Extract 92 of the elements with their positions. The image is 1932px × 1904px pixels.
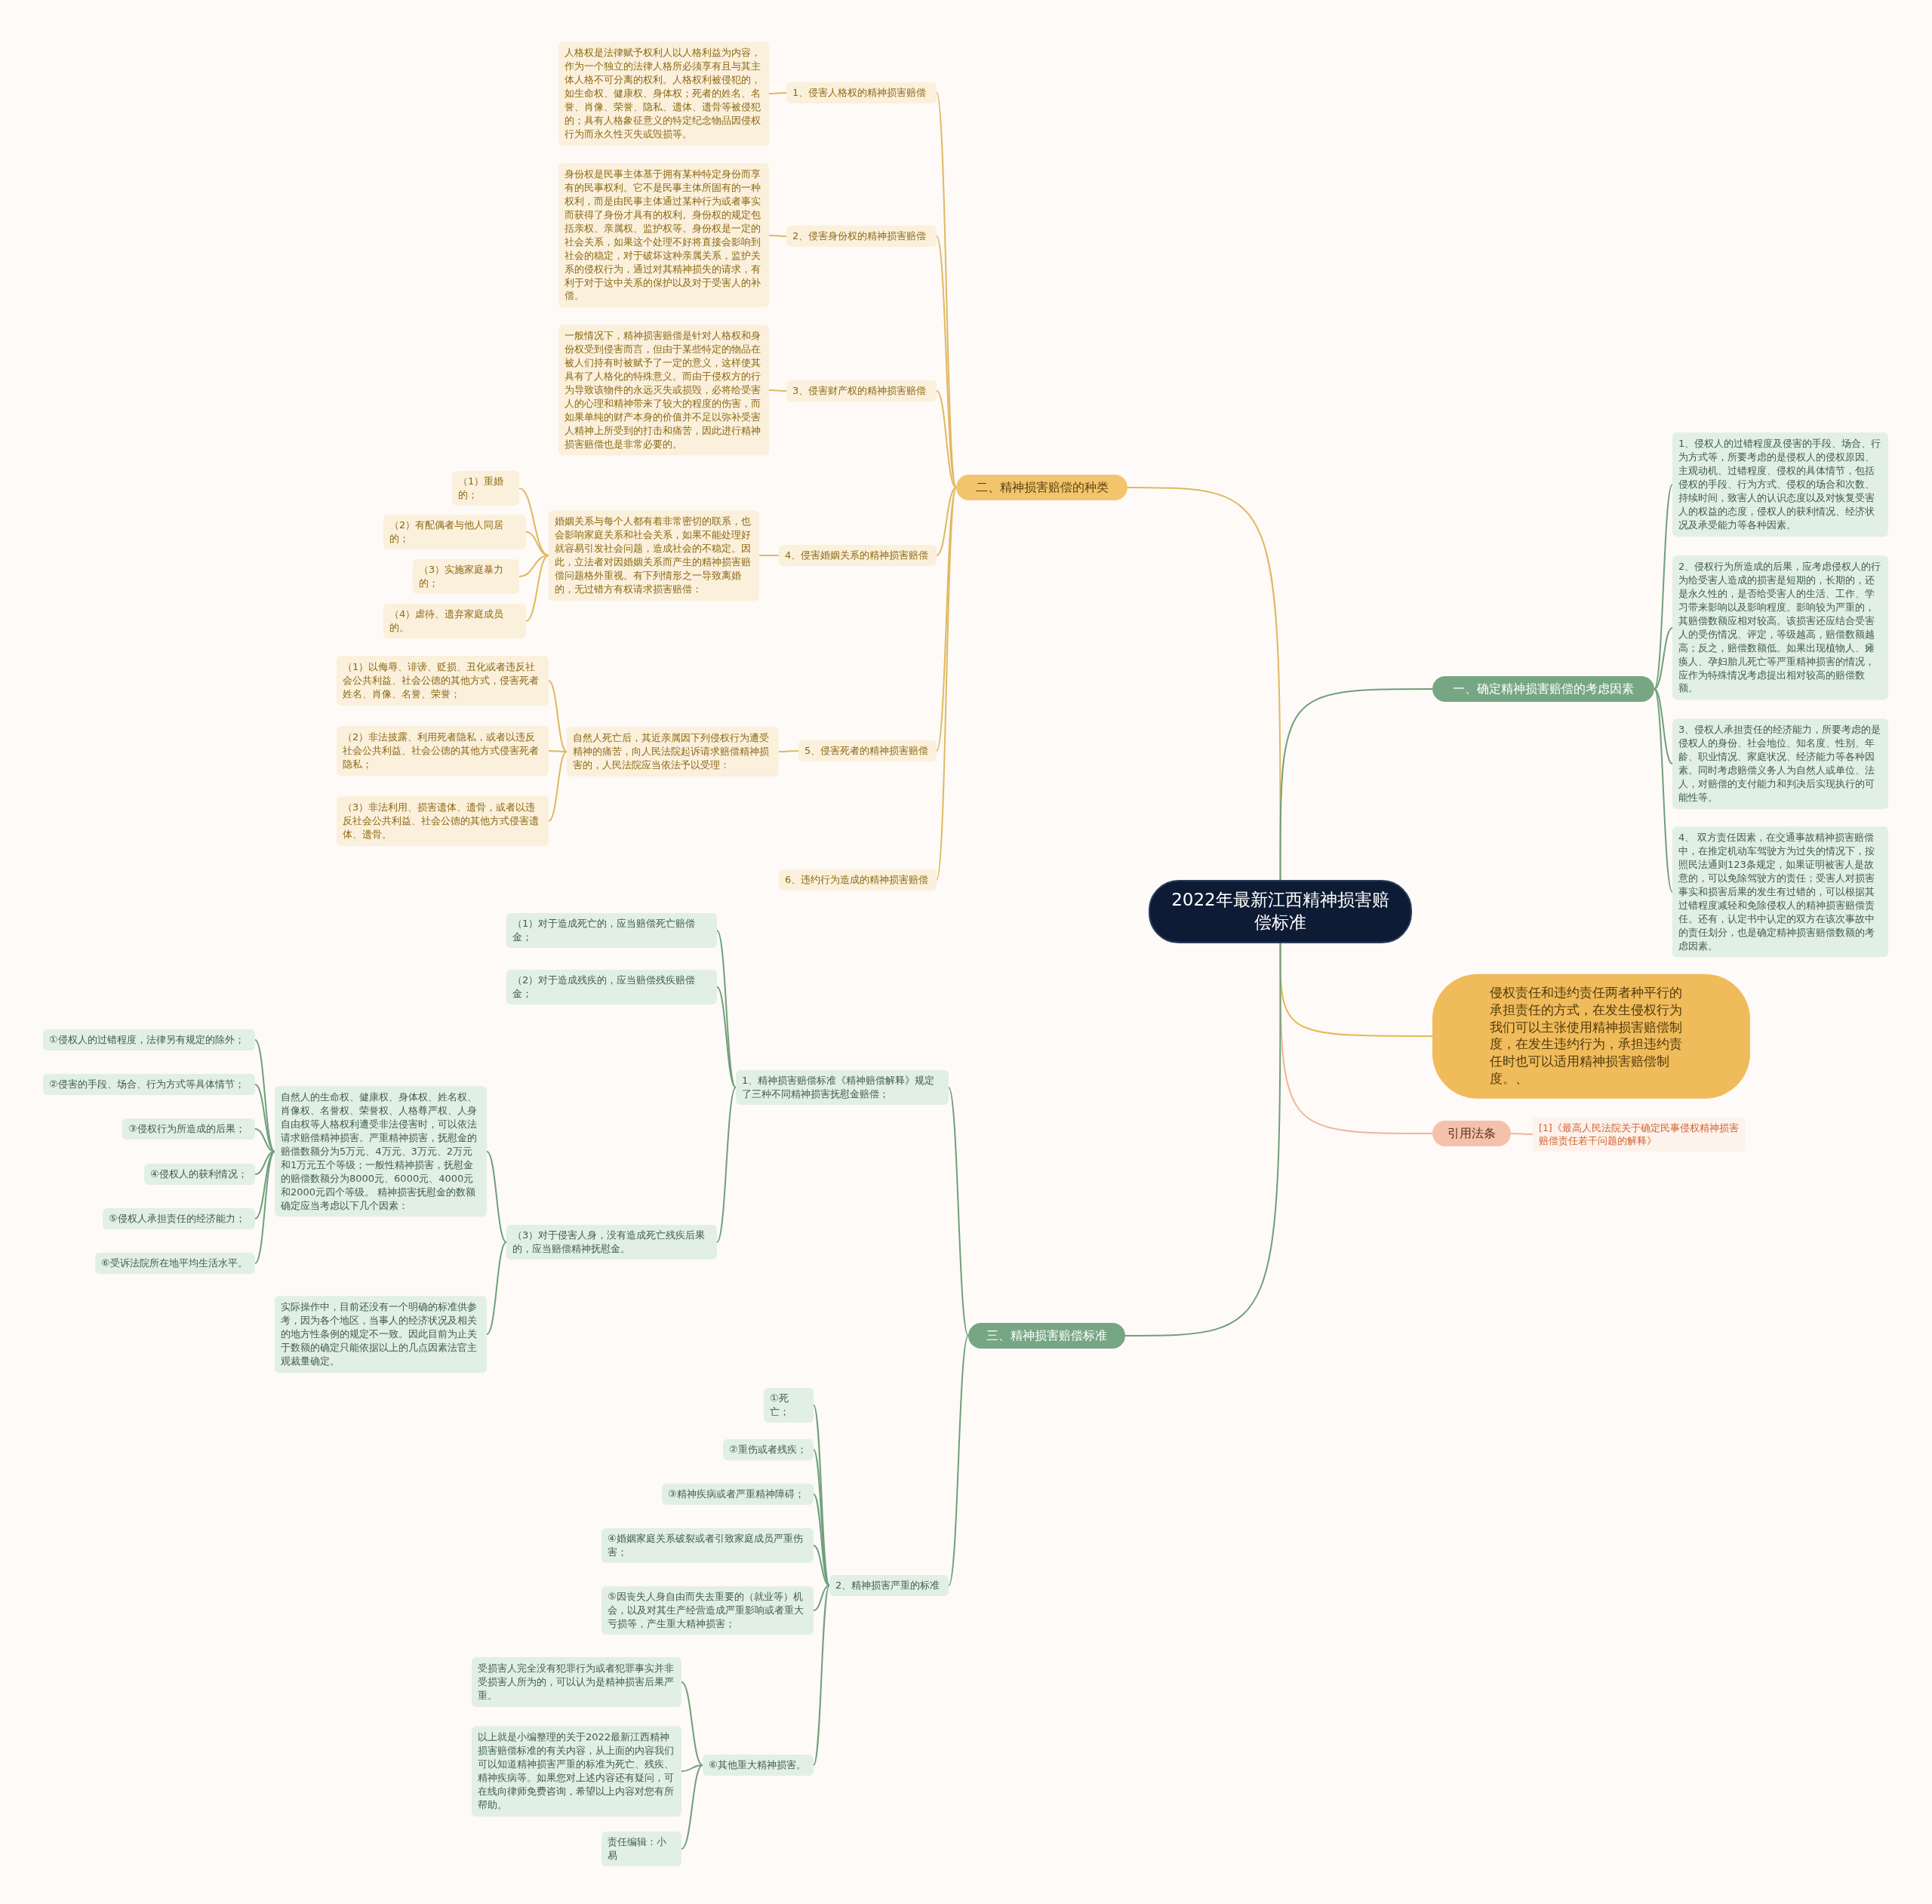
connector-line xyxy=(486,1241,507,1335)
subtopic-box: ③侵权行为所造成的后果； xyxy=(122,1118,255,1140)
subtopic-box: （2）对于造成残疾的，应当赔偿残疾赔偿金； xyxy=(506,970,717,1004)
connector-line xyxy=(758,555,780,556)
text-card: 3、侵权人承担责任的经济能力，所要考虑的是侵权人的身份、社会地位、知名度、性别、年龄、职业情况、家庭状况、经济能力等各种因素。同时考虑赔偿义务人为自然人或单位、法人，对赔偿的支付能力和判决后实现执行的可能性等。 xyxy=(1672,718,1888,809)
subtopic-box: （1）对于造成死亡的，应当赔偿死亡赔偿金； xyxy=(506,913,717,948)
connector-line xyxy=(486,1151,507,1243)
connector-line xyxy=(716,930,737,1088)
subtopic-box: ②重伤或者残疾； xyxy=(723,1439,814,1460)
text-card: 4、 双方责任因素，在交通事故精神损害赔偿中，在推定机动车驾驶方为过失的情况下，按照民法通则123条规定，如果证明被害人是故意的，可以免除驾驶方的责任；受害人对损害事实和损害后果的发生有过错的，可以根据其过错程度减轻和免除侵权人的精神损害赔偿责任。还有，认定书中认定的双方在该次事故中的责任划分，也是确定精神损害赔偿数额的考虑因素。 xyxy=(1672,826,1888,958)
connector-line xyxy=(1654,627,1673,690)
connector-line xyxy=(1654,484,1673,690)
connector-line xyxy=(548,750,568,752)
connector-line xyxy=(254,1151,275,1175)
subtopic-box: （4）虐待、遗弃家庭成员的。 xyxy=(383,604,526,638)
subtopic-box: 1、精神损害赔偿标准《精神赔偿解释》规定了三种不同精神损害抚慰金赔偿； xyxy=(736,1070,949,1105)
subtopic-box: ④婚姻家庭关系破裂或者引致家庭成员严重伤害； xyxy=(601,1528,814,1563)
connector-line xyxy=(813,1585,830,1766)
connector-line xyxy=(1654,688,1673,893)
text-card: 2、侵权行为所造成的后果，应考虑侵权人的行为给受害人造成的损害是短期的，长期的，还是永久性的，是否给受害人的生活、工作、学习带来影响以及影响程度。影响较为严重的，其赔偿数额应相对较高。该损害还应结合受害人的受伤情况、评定，等级越高，赔偿数额越高；反之，赔偿数额低。如果出现植物人、瘫痪人、孕妇胎儿死亡等严重精神损害的情况，应作为特殊情况考虑提出相对较高的赔偿数额。 xyxy=(1672,555,1888,700)
connector-line xyxy=(681,1681,703,1766)
subtopic-box: 责任编辑：小易 xyxy=(601,1832,681,1866)
subtopic-box: ①侵权人的过错程度，法律另有规定的除外； xyxy=(43,1029,255,1050)
subtopic-box: （3）实施家庭暴力的； xyxy=(413,559,519,594)
connector-line xyxy=(936,487,957,556)
connector-line xyxy=(936,487,957,752)
subtopic-box: 4、侵害婚姻关系的精神损害赔偿 xyxy=(779,545,937,566)
text-card: 人格权是法律赋予权利人以人格利益为内容，作为一个独立的法律人格所必须享有且与其主体人格不可分离的权利。人格权利被侵犯的，如生命权、健康权、身体权；死者的姓名、名誉、肖像、荣誉、隐私、遗体、遗骨等被侵犯的；具有人格象征意义的特定纪念物品因侵权行为而永久性灭失或毁损等。 xyxy=(558,42,769,146)
connector-line xyxy=(525,555,549,622)
subtopic-box: （1）重婚的； xyxy=(452,471,519,506)
connector-line xyxy=(813,1585,830,1611)
connector-line xyxy=(548,751,568,822)
branch-topic: 二、精神损害赔偿的种类 xyxy=(956,474,1128,501)
subtopic-box: （3）对于侵害人身，没有造成死亡残疾后果的，应当赔偿精神抚慰金。 xyxy=(506,1225,717,1260)
connector-line xyxy=(1279,688,1433,881)
connector-line xyxy=(936,487,957,881)
text-card: 自然人的生命权、健康权、身体权、姓名权、肖像权、名誉权、荣誉权、人格尊严权、人身自由权等人格权利遭受非法侵害时，可以依法请求赔偿精神损害。严重精神损害，抚慰金的赔偿数额分为5万元、4万元、3万元、2万元和1万元五个等级；一般性精神损害，抚慰金的赔偿数额分为8000元、6000元、4000元和2000元四个等级。 精神损害抚慰金的数额确定应当考虑以下几个因素： xyxy=(275,1086,487,1217)
text-card: （1）以侮辱、诽谤、贬损、丑化或者违反社会公共利益、社会公德的其他方式，侵害死者姓名、肖像、名誉、荣誉； xyxy=(337,656,549,706)
subtopic-box: 2、精神损害严重的标准 xyxy=(829,1575,949,1596)
connector-line xyxy=(254,1084,275,1152)
connector-line xyxy=(1654,688,1673,764)
subtopic-box: ⑤侵权人承担责任的经济能力； xyxy=(103,1208,255,1229)
text-card: 一般情况下，精神损害赔偿是针对人格权和身份权受到侵害而言，但由于某些特定的物品在被人们持有时被赋予了一定的意义，这样使其具有了人格化的特殊意义。而由于侵权方的行为导致该物件的永远灭失或损毁，必将给受害人的心理和精神带来了较大的程度的伤害，而如果单纯的财产本身的价值并不足以弥补受害人精神上所受到的打击和痛苦，因此进行精神损害赔偿也是非常必要的。 xyxy=(558,325,769,456)
connector-line xyxy=(778,750,799,752)
subtopic-box: ③精神疾病或者严重精神障碍； xyxy=(662,1484,814,1505)
connector-line xyxy=(518,555,549,577)
note-bubble: 侵权责任和违约责任两者种平行的承担责任的方式，在发生侵权行为我们可以主张使用精神损害赔偿制度，在发生违约行为，承担违约责任时也可以适用精神损害赔偿制度。、 xyxy=(1432,974,1750,1099)
connector-line xyxy=(768,92,787,94)
branch-topic: 一、确定精神损害赔偿的考虑因素 xyxy=(1432,675,1654,703)
text-card: （3）非法利用、损害遗体、遗骨，或者以违反社会公共利益、社会公德的其他方式侵害遗体、遗骨。 xyxy=(337,796,549,846)
connector-line xyxy=(518,488,549,556)
subtopic-box: 6、违约行为造成的精神损害赔偿 xyxy=(779,869,937,890)
subtopic-box: ①死亡； xyxy=(764,1388,814,1423)
text-card: 实际操作中，目前还没有一个明确的标准供参考，因为各个地区，当事人的经济状况及相关的地方性条例的规定不一致。因此目前为止关于数额的确定只能依据以上的几点因素法官主观裁量确定。 xyxy=(275,1296,487,1373)
connector-line xyxy=(681,1764,703,1772)
connector-line xyxy=(1127,487,1281,881)
connector-line xyxy=(936,92,957,488)
text-card: 1、侵权人的过错程度及侵害的手段、场合、行为方式等，所要考虑的是侵权人的侵权原因、主观动机、过错程度、侵权的具体情节，包括侵权的手段、行为方式、侵权的场合和次数、持续时间，致害人的认识态度以及对恢复受害人的权益的态度，侵权人的获利情况、经济状况及承受能力等各种因素。 xyxy=(1672,432,1888,537)
connector-line xyxy=(254,1151,275,1264)
text-card: 以上就是小编整理的关于2022最新江西精神损害赔偿标准的有关内容，从上面的内容我们可以知道精神损害严重的标准为死亡、残疾、精神疾病等。如果您对上述内容还有疑问，可在线向律师免费咨询，希望以上内容对您有所帮助。 xyxy=(472,1726,681,1816)
text-card: 受损害人完全没有犯罪行为或者犯罪事实并非受损害人所为的，可以认为是精神损害后果严重。 xyxy=(472,1657,681,1707)
branch-topic: 三、精神损害赔偿标准 xyxy=(968,1322,1125,1349)
text-card: 身份权是民事主体基于拥有某种特定身份而享有的民事权利。它不是民事主体所固有的一种权利，而是由民事主体通过某种行为或者事实而获得了身份才具有的权利。身份权的规定包括亲权、亲属权、监护权等。身份权是一定的社会关系，如果这个处理不好将直接会影响到社会的稳定，对于破坏这种亲属关系，监护关系的侵权行为，通过对其精神损失的请求，有利于对于这中关系的保护以及对于受害人的补偿。 xyxy=(558,163,769,308)
text-card: （2）非法披露、利用死者隐私，或者以违反社会公共利益、社会公德的其他方式侵害死者隐私； xyxy=(337,726,549,776)
subtopic-box: 3、侵害财产权的精神损害赔偿 xyxy=(786,380,937,401)
connector-line xyxy=(548,680,568,752)
subtopic-box: ⑥其他重大精神损害。 xyxy=(703,1755,814,1776)
connector-line xyxy=(681,1764,703,1850)
connector-line xyxy=(768,389,787,392)
connector-line xyxy=(768,235,787,237)
subtopic-box: ②侵害的手段、场合、行为方式等具体情节； xyxy=(43,1074,255,1095)
subtopic-box: ⑤因丧失人身自由而失去重要的（就业等）机会，以及对其生产经营造成严重影响或者重大亏损等，产生重大精神损害； xyxy=(601,1586,814,1635)
connector-line xyxy=(948,1087,969,1336)
subtopic-box: ④侵权人的获利情况； xyxy=(144,1164,255,1185)
subtopic-box: 1、侵害人格权的精神损害赔偿 xyxy=(786,82,937,103)
connector-line xyxy=(716,1087,737,1243)
connector-line xyxy=(936,390,957,488)
subtopic-box: （2）有配偶者与他人同居的； xyxy=(383,515,526,549)
connector-line xyxy=(716,986,737,1088)
connector-line xyxy=(1279,943,1433,1134)
subtopic-box: 5、侵害死者的精神损害赔偿 xyxy=(798,740,937,761)
central-topic: 2022年最新江西精神损害赔偿标准 xyxy=(1149,880,1412,943)
subtopic-box: ⑥受诉法院所在地平均生活水平。 xyxy=(95,1253,255,1274)
subtopic-box: 2、侵害身份权的精神损害赔偿 xyxy=(786,226,937,247)
text-card: 自然人死亡后，其近亲属因下列侵权行为遭受精神的痛苦，向人民法院起诉请求赔偿精神损害的，人民法院应当依法予以受理： xyxy=(567,727,779,777)
reference-text: [1]《最高人民法院关于确定民事侵权精神损害赔偿责任若干问题的解释》 xyxy=(1533,1117,1745,1152)
connector-line xyxy=(813,1545,830,1586)
reference-tag: 引用法条 xyxy=(1432,1120,1511,1147)
text-card: 婚姻关系与每个人都有着非常密切的联系，也会影响家庭关系和社会关系，如果不能处理好就容易引发社会问题，造成社会的不稳定。因此，立法者对因婚姻关系而产生的精神损害赔偿问题格外重视。有下列情形之一导致离婚的，无过错方有权请求损害赔偿： xyxy=(549,510,759,601)
connector-line xyxy=(948,1335,969,1586)
connector-line xyxy=(1510,1133,1534,1135)
connector-line xyxy=(1124,943,1281,1336)
